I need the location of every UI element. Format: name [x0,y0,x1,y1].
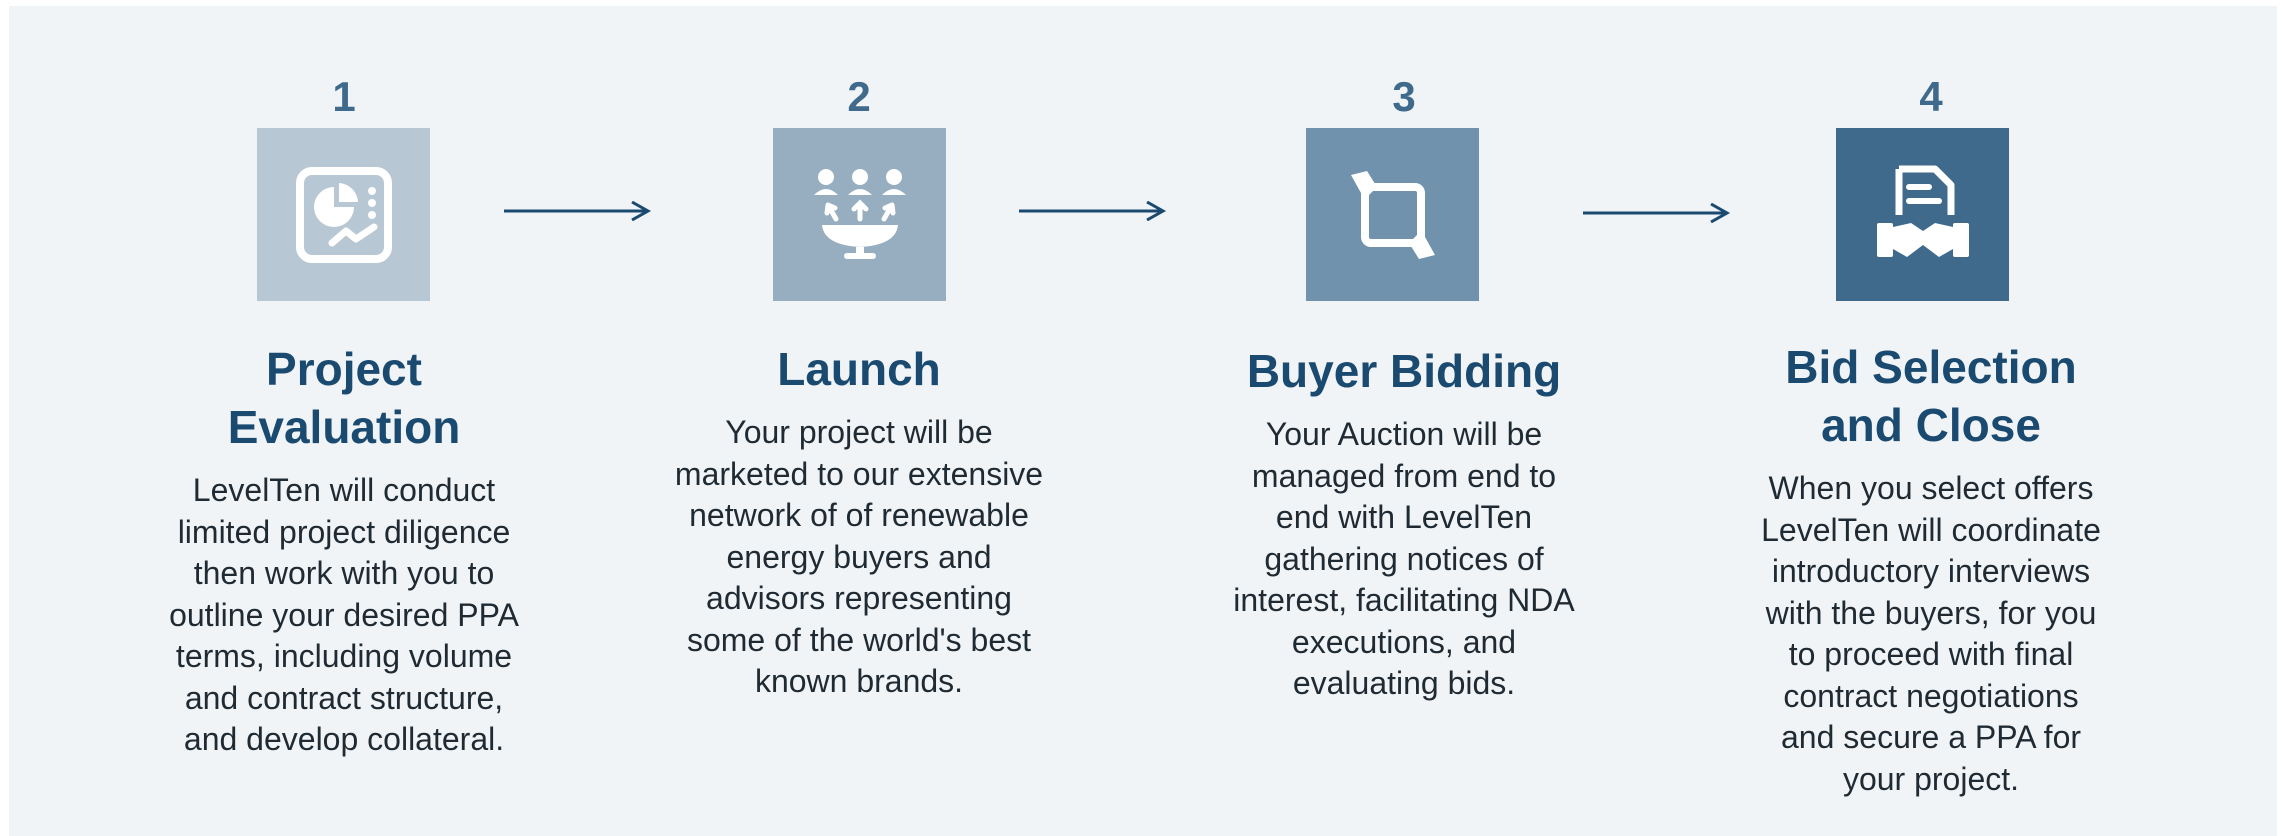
step-4: 4 Bid Selection and Close When you selec… [1721,6,2141,836]
step-3-icon-box [1306,128,1479,301]
step-2: 2 Launch Your project will be marketed t… [649,6,1069,836]
step-description: LevelTen will conduct limited project di… [169,472,519,757]
step-title: Project Evaluation [227,343,461,453]
arrow-right-icon [1583,203,1731,223]
step-title: Launch [777,343,941,395]
step-description: Your project will be marketed to our ext… [674,414,1044,699]
step-1: 1 Project Evaluation LevelTen will condu… [134,6,554,836]
step-4-icon-box [1836,128,2009,301]
step-title: Bid Selection and Close [1785,341,2077,451]
step-number: 3 [1392,73,1416,120]
document-handshake-icon [1876,165,1969,257]
step-number: 2 [847,73,871,120]
step-1-icon-box [257,128,430,301]
hands-exchange-icon [1350,170,1435,259]
dashboard-chart-icon [295,166,392,263]
arrow-right-icon [504,201,652,221]
arrow-right-icon [1019,201,1167,221]
step-3: 3 Buyer Bidding Your Auction will be man… [1194,6,1614,836]
step-title: Buyer Bidding [1246,345,1562,397]
process-panel: 1 Project Evaluation LevelTen will condu… [9,6,2277,836]
step-description: When you select offers LevelTen will coo… [1761,470,2101,797]
step-number: 4 [1919,73,1943,120]
network-broadcast-icon [813,168,906,259]
step-number: 1 [332,73,356,120]
step-2-icon-box [773,128,946,301]
step-description: Your Auction will be managed from end to… [1233,416,1575,701]
